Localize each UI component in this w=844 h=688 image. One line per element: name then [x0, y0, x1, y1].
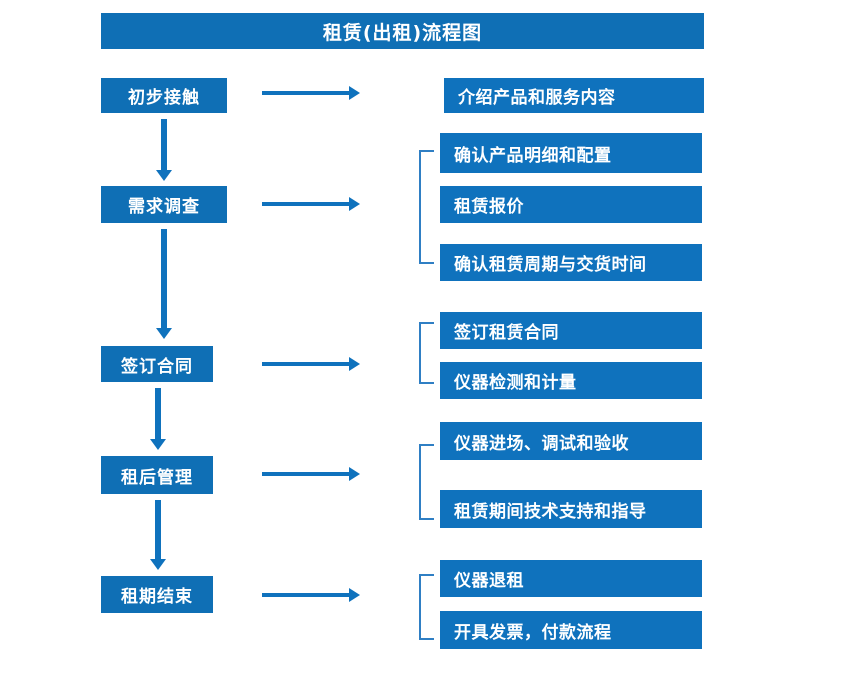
diagram-title: 租赁(出租)流程图	[101, 13, 704, 49]
detail-box-开具发票付款流程[interactable]: 开具发票，付款流程	[440, 611, 702, 649]
group-bracket-租后管理	[419, 444, 434, 520]
stage-box-租期结束[interactable]: 租期结束	[101, 576, 213, 613]
detail-box-确认租赁周期与交货时间[interactable]: 确认租赁周期与交货时间	[440, 244, 702, 281]
detail-box-仪器退租[interactable]: 仪器退租	[440, 560, 702, 597]
vertical-arrow-1-to-2	[156, 119, 172, 181]
horizontal-arrow-stage-5	[262, 588, 360, 602]
horizontal-arrow-stage-1	[262, 86, 360, 100]
stage-box-签订合同[interactable]: 签订合同	[101, 346, 213, 382]
detail-box-介绍产品和服务内容[interactable]: 介绍产品和服务内容	[444, 78, 704, 113]
group-bracket-需求调查	[419, 150, 434, 264]
detail-box-确认产品明细和配置[interactable]: 确认产品明细和配置	[440, 133, 702, 173]
horizontal-arrow-stage-4	[262, 467, 360, 481]
detail-box-租赁期间技术支持和指导[interactable]: 租赁期间技术支持和指导	[440, 490, 702, 528]
stage-box-需求调查[interactable]: 需求调查	[101, 186, 227, 223]
stage-box-初步接触[interactable]: 初步接触	[101, 78, 227, 113]
group-bracket-签订合同	[419, 322, 434, 384]
detail-box-签订租赁合同[interactable]: 签订租赁合同	[440, 312, 702, 349]
horizontal-arrow-stage-3	[262, 357, 360, 371]
detail-box-仪器进场调试和验收[interactable]: 仪器进场、调试和验收	[440, 422, 702, 460]
stage-box-租后管理[interactable]: 租后管理	[101, 456, 213, 494]
detail-box-租赁报价[interactable]: 租赁报价	[440, 186, 702, 223]
detail-box-仪器检测和计量[interactable]: 仪器检测和计量	[440, 362, 702, 399]
horizontal-arrow-stage-2	[262, 197, 360, 211]
vertical-arrow-4-to-5	[150, 500, 166, 570]
vertical-arrow-2-to-3	[156, 229, 172, 339]
group-bracket-租期结束	[419, 574, 434, 640]
vertical-arrow-3-to-4	[150, 388, 166, 450]
